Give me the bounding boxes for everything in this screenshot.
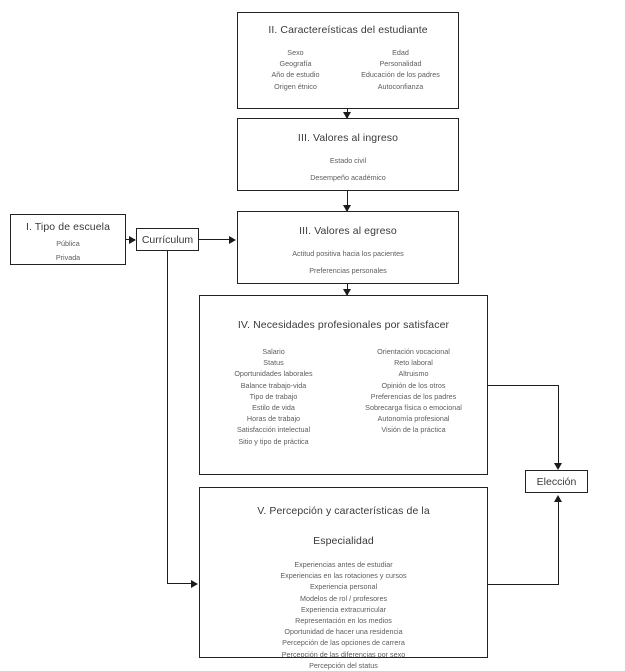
list-item: Preferencias personales: [309, 266, 387, 276]
list-item: Estado civil: [329, 156, 367, 165]
box-title-line-1: V. Percepción y características de la: [257, 505, 430, 517]
box-title: III. Valores al ingreso: [297, 132, 399, 144]
list-item: Geografía: [279, 59, 312, 69]
list-item: Origen étnico: [274, 81, 317, 91]
arrow-right-icon: [129, 236, 136, 244]
list-item: Experiencia extracurricular: [300, 604, 387, 614]
box-label: Currículum: [141, 233, 194, 246]
connector-necesidades-eleccion-horizontal: [488, 385, 559, 386]
arrow-down-icon: [343, 289, 351, 296]
list-item: Percepción del status: [309, 660, 378, 670]
list-item: Estilo de vida: [252, 403, 295, 413]
list-item: Opinión de los otros: [381, 380, 446, 390]
box-columns: Salario Status Oportunidades laborales B…: [200, 346, 487, 447]
list-item: Percepción de las opciones de carrera: [282, 638, 405, 648]
list-item: Balance trabajo-vida: [240, 380, 307, 390]
list-item: Reto laboral: [394, 358, 433, 368]
connector-ingreso-egreso: [347, 191, 348, 211]
list-item: Año de estudio: [271, 70, 320, 80]
list-item: Desempeño académico: [310, 173, 386, 183]
arrow-right-icon: [229, 236, 236, 244]
connector-percepcion-eleccion-vertical: [558, 500, 559, 584]
arrow-right-icon: [191, 580, 198, 588]
box-caracteristicas-estudiante: II. Caractereísticas del estudiante Sexo…: [237, 12, 459, 109]
list-item: Oportunidades laborales: [234, 369, 313, 379]
arrow-up-icon: [554, 495, 562, 502]
column-right: Orientación vocacional Reto laboral Altr…: [344, 346, 484, 447]
list-item: Pública: [56, 239, 80, 248]
list-item: Edad: [392, 48, 409, 57]
list-item: Percepción de las diferencias por sexo: [281, 649, 406, 659]
list-item: Tipo de trabajo: [249, 391, 298, 401]
column-left: Sexo Geografía Año de estudio Origen étn…: [243, 47, 348, 92]
box-title: I. Tipo de escuela: [25, 221, 111, 233]
box-percepcion-especialidad: V. Percepción y características de la Es…: [199, 487, 488, 670]
list-item: Altruismo: [398, 369, 429, 379]
list-item: Status: [263, 358, 284, 368]
box-label: Elección: [536, 475, 577, 488]
list-item: Sobrecarga física o emocional: [365, 403, 462, 413]
column-right: Edad Personalidad Educación de los padre…: [348, 47, 453, 92]
connector-curriculum-egreso: [199, 239, 230, 240]
list-item: Salario: [262, 347, 285, 356]
column-left: Salario Status Oportunidades laborales B…: [204, 346, 344, 447]
list-item: Horas de trabajo: [246, 414, 301, 424]
list-item: Experiencias antes de estudiar: [294, 560, 393, 569]
arrow-down-icon: [343, 205, 351, 212]
box-title: IV. Necesidades profesionales por satisf…: [237, 319, 450, 331]
arrow-down-icon: [343, 112, 351, 119]
list-item: Modelos de rol / profesores: [299, 593, 388, 603]
box-eleccion: Elección: [525, 470, 588, 493]
list-item: Sexo: [287, 48, 304, 57]
list-item: Orientación vocacional: [377, 347, 450, 356]
list-item: Oportunidad de hacer una residencia: [284, 627, 403, 637]
list-item: Educación de los padres: [361, 70, 440, 80]
list-item: Sitio y tipo de práctica: [238, 436, 309, 446]
list-item: Personalidad: [379, 59, 422, 69]
box-list: Experiencias antes de estudiar Experienc…: [200, 559, 487, 671]
connector-necesidades-eleccion-vertical: [558, 385, 559, 463]
box-valores-ingreso: III. Valores al ingreso Estado civil Des…: [237, 118, 459, 191]
box-curriculum: Currículum: [136, 228, 199, 251]
list-item: Actitud positiva hacia los pacientes: [292, 249, 404, 258]
box-tipo-de-escuela: I. Tipo de escuela Pública Privada: [10, 214, 126, 265]
list-item: Autonomía profesional: [377, 414, 450, 424]
list-item: Visión de la práctica: [381, 425, 446, 435]
connector-curriculum-percepcion-horizontal: [167, 583, 192, 584]
box-title: III. Valores al egreso: [299, 225, 397, 237]
box-columns: Sexo Geografía Año de estudio Origen étn…: [238, 47, 458, 92]
box-valores-egreso: III. Valores al egreso Actitud positiva …: [237, 211, 459, 284]
connector-percepcion-eleccion-horizontal: [488, 584, 559, 585]
list-item: Privada: [55, 253, 81, 263]
box-title: II. Caractereísticas del estudiante: [268, 24, 428, 36]
arrow-down-icon: [554, 463, 562, 470]
list-item: Preferencias de los padres: [370, 391, 457, 401]
list-item: Autoconfianza: [377, 81, 424, 91]
box-title-line-2: Especialidad: [313, 535, 374, 547]
list-item: Experiencias en las rotaciones y cursos: [280, 571, 407, 581]
list-item: Experiencia personal: [309, 582, 378, 592]
box-necesidades-profesionales: IV. Necesidades profesionales por satisf…: [199, 295, 488, 475]
connector-curriculum-percepcion-vertical: [167, 251, 168, 584]
list-item: Satisfacción intelectual: [236, 425, 311, 435]
list-item: Representación en los medios: [295, 616, 392, 626]
